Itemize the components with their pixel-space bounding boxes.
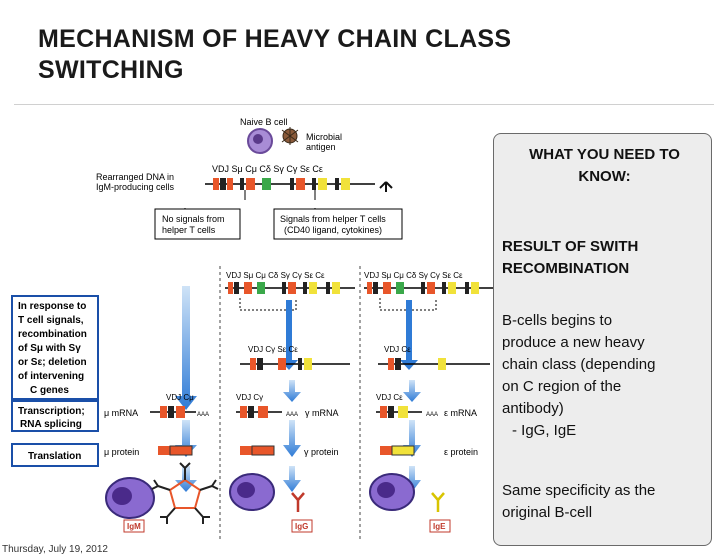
gene-mid-left: VDJ Sμ Cμ Cδ Sγ Cγ Sε Cε — [226, 271, 325, 280]
panel-subheading-line-2: RECOMBINATION — [502, 260, 630, 277]
mrna-gamma-gene: VDJ Cγ — [236, 393, 263, 402]
protein-mu-label: μ protein — [104, 447, 139, 457]
protein-epsilon-label: ε protein — [444, 447, 478, 457]
recomb-line-4: of Sμ with Sγ — [18, 343, 81, 354]
igg-tag — [291, 519, 313, 533]
igm-tag — [123, 519, 145, 533]
recomb-line-3: recombination — [18, 329, 87, 340]
signal-box — [273, 208, 403, 240]
mrna-mu-gene: VDJ Cμ — [166, 393, 194, 402]
slide-title: MECHANISM OF HEAVY CHAIN CLASS SWITCHING — [38, 24, 638, 86]
body-line-4: on C region of the — [502, 378, 622, 395]
panel-heading: WHAT YOU NEED TO KNOW: — [502, 144, 707, 188]
mrna-mu-label: μ mRNA — [104, 408, 138, 418]
example-line: - IgG, IgE — [512, 422, 577, 439]
recombination-box — [11, 295, 99, 400]
title-line-2: SWITCHING — [38, 56, 184, 84]
note-line-2: original B-cell — [502, 504, 593, 521]
igm-pentamer-icon — [151, 462, 219, 524]
title-divider — [14, 104, 714, 105]
microbe-icon — [281, 127, 299, 145]
translation-box — [11, 443, 99, 467]
dna-label-2: IgM-producing cells — [96, 182, 175, 192]
igm-tag-label: IgM — [127, 522, 141, 531]
naive-b-cell-label: Naive B cell — [240, 117, 288, 127]
microbial-label-1: Microbial — [306, 132, 342, 142]
no-signal-box — [154, 208, 241, 240]
ige-tag-label: IgE — [433, 522, 446, 531]
mrna-strips — [150, 406, 422, 418]
transcription-line-2: RNA splicing — [20, 419, 82, 430]
signal-line-1: Signals from helper T cells — [280, 214, 386, 224]
ige-antibody-icon — [431, 492, 445, 512]
recomb-line-7: C genes — [30, 385, 69, 396]
gene-strip-gamma — [240, 358, 350, 370]
gene-strip-mid-right — [364, 282, 494, 294]
panel-subheading: RESULT OF SWITH RECOMBINATION — [502, 236, 707, 280]
key-points-panel: WHAT YOU NEED TO KNOW: RESULT OF SWITH R… — [493, 133, 712, 546]
gene-mid-right: VDJ Sμ Cμ Cδ Sγ Cγ Sε Cε — [364, 271, 463, 280]
transcription-line-1: Transcription; — [18, 406, 85, 417]
antibody-icon-top — [379, 181, 393, 192]
branch-lines — [184, 190, 316, 222]
translation-label: Translation — [28, 451, 81, 462]
b-cell-nucleus-icon — [253, 134, 263, 144]
recomb-line-2: T cell signals, — [18, 315, 84, 326]
body-line-2: produce a new heavy — [502, 334, 645, 351]
flow-arrows — [175, 286, 421, 492]
protein-strips — [158, 445, 415, 456]
igg-antibody-icon — [291, 492, 305, 512]
microbial-label-2: antigen — [306, 142, 336, 152]
recomb-line-1: In response to — [18, 301, 86, 312]
mrna-epsilon-label: ε mRNA — [444, 408, 477, 418]
mrna-epsilon-gene: VDJ Cε — [376, 393, 403, 402]
igm-cell-icon — [105, 477, 155, 519]
aaa-epsilon: AAA — [426, 412, 438, 418]
figure-svg: Naive B cell Microbial antigen Rearrange… — [11, 117, 494, 540]
transcription-box — [11, 400, 99, 432]
class-switch-figure: Naive B cell Microbial antigen Rearrange… — [0, 108, 500, 548]
footer-date: Thursday, July 19, 2012 — [2, 544, 108, 555]
gene-strip-epsilon — [378, 358, 490, 370]
panel-body: B-cells begins to produce a new heavy ch… — [502, 310, 710, 442]
signal-line-2: (CD40 ligand, cytokines) — [284, 225, 382, 235]
ige-tag — [429, 519, 451, 533]
panel-subheading-line-1: RESULT OF SWITH — [502, 238, 639, 255]
switched-gamma-label: VDJ Cγ Sε Cε — [248, 345, 298, 354]
switched-epsilon-label: VDJ Cε — [384, 345, 411, 354]
recombination-text: In response to T cell signals, recombina… — [18, 301, 87, 396]
protein-gamma-label: γ protein — [304, 447, 339, 457]
igg-cell-icon — [229, 473, 275, 511]
note-line-1: Same specificity as the — [502, 482, 656, 499]
aaa-gamma: AAA — [286, 412, 298, 418]
no-signal-line-1: No signals from — [162, 214, 225, 224]
mrna-gamma-label: γ mRNA — [305, 408, 339, 418]
no-signal-line-2: helper T cells — [162, 225, 216, 235]
gene-strip-mid-left — [225, 282, 355, 294]
dna-label-1: Rearranged DNA in — [96, 172, 174, 182]
aaa-mu: AAA — [197, 412, 209, 418]
body-line-5: antibody) — [502, 400, 564, 417]
recomb-line-5: or Sε; deletion — [18, 357, 87, 368]
recomb-line-6: of intervening — [18, 371, 84, 382]
gene-header: VDJ Sμ Cμ Cδ Sγ Cγ Sε Cε — [212, 164, 323, 174]
panel-note: Same specificity as the original B-cell — [502, 480, 710, 524]
gene-strip-top — [205, 178, 375, 190]
title-line-1: MECHANISM OF HEAVY CHAIN CLASS — [38, 25, 512, 53]
body-line-1: B-cells begins to — [502, 312, 613, 329]
panel-heading-line-1: WHAT YOU NEED TO — [529, 146, 680, 163]
body-line-3: chain class (depending — [502, 356, 656, 373]
igg-tag-label: IgG — [295, 522, 308, 531]
ige-cell-icon — [369, 473, 415, 511]
panel-heading-line-2: KNOW: — [578, 168, 631, 185]
